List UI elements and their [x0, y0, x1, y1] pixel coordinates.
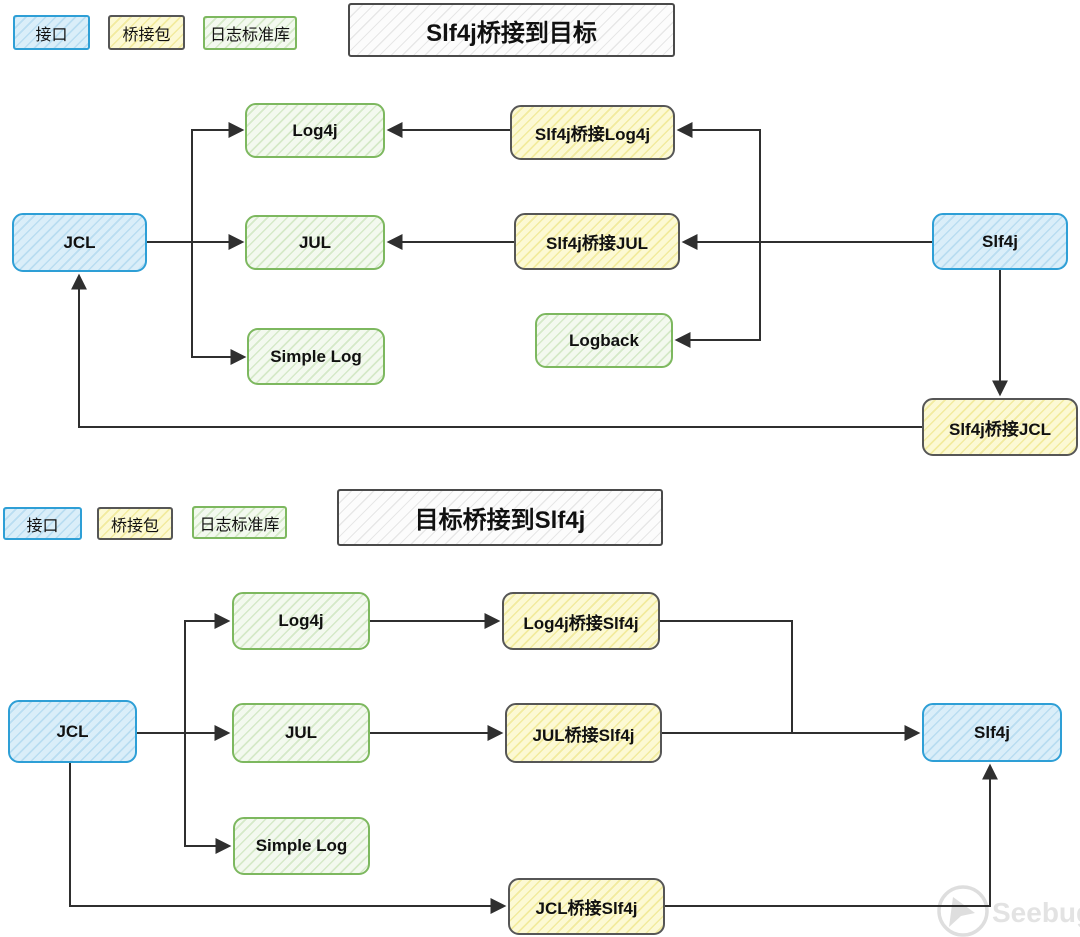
connector-bridge-jcl-to-slf4j-bottom [665, 763, 998, 907]
connector-slf4j-to-bridge-log4j-top [676, 122, 761, 242]
node-jul-top: JUL [245, 215, 385, 270]
legend-library-top: 日志标准库 [203, 16, 297, 50]
node-log4j-top: Log4j [245, 103, 385, 158]
node-slf4j-bottom: Slf4j [922, 703, 1062, 762]
node-jul-bottom: JUL [232, 703, 370, 763]
node-jul-bridge-slf4j: JUL桥接Slf4j [505, 703, 662, 763]
seebug-watermark-logo: Seebug [937, 885, 1080, 937]
node-logback-top: Logback [535, 313, 673, 368]
legend-interface-top: 接口 [13, 15, 90, 50]
node-jcl-top: JCL [12, 213, 147, 272]
connector-jcl-to-simplelog-bottom [184, 733, 232, 854]
connector-jcl-to-bridge-jcl-bottom [69, 763, 507, 914]
connector-bridge-jcl-to-jcl-top [71, 273, 922, 428]
watermark-circle-icon [937, 885, 989, 937]
connector-jcl-to-log4j-bottom [184, 613, 231, 733]
diagram-title-bottom: 目标桥接到Slf4j [337, 489, 663, 546]
node-slf4j-bridge-jcl: Slf4j桥接JCL [922, 398, 1078, 456]
legend-bridge-bottom: 桥接包 [97, 507, 173, 540]
watermark-text: Seebug [992, 897, 1080, 928]
connector-jcl-to-simplelog-top [191, 242, 247, 365]
node-simple-log-top: Simple Log [247, 328, 385, 385]
diagram-title-top: Slf4j桥接到目标 [348, 3, 675, 57]
node-slf4j-bridge-log4j: Slf4j桥接Log4j [510, 105, 675, 160]
watermark-plane-icon [949, 897, 975, 927]
legend-interface-bottom: 接口 [3, 507, 82, 540]
node-log4j-bottom: Log4j [232, 592, 370, 650]
node-slf4j-top: Slf4j [932, 213, 1068, 270]
node-simple-log-bottom: Simple Log [233, 817, 370, 875]
node-jcl-bottom: JCL [8, 700, 137, 763]
connector-slf4j-to-logback-top [674, 242, 761, 348]
node-log4j-bridge-slf4j: Log4j桥接Slf4j [502, 592, 660, 650]
legend-bridge-top: 桥接包 [108, 15, 185, 50]
connector-jcl-to-log4j-top [191, 122, 245, 242]
connector-bridge-log4j-join-bottom [660, 620, 793, 733]
node-jcl-bridge-slf4j: JCL桥接Slf4j [508, 878, 665, 935]
legend-library-bottom: 日志标准库 [192, 506, 287, 539]
node-slf4j-bridge-jul: Slf4j桥接JUL [514, 213, 680, 270]
